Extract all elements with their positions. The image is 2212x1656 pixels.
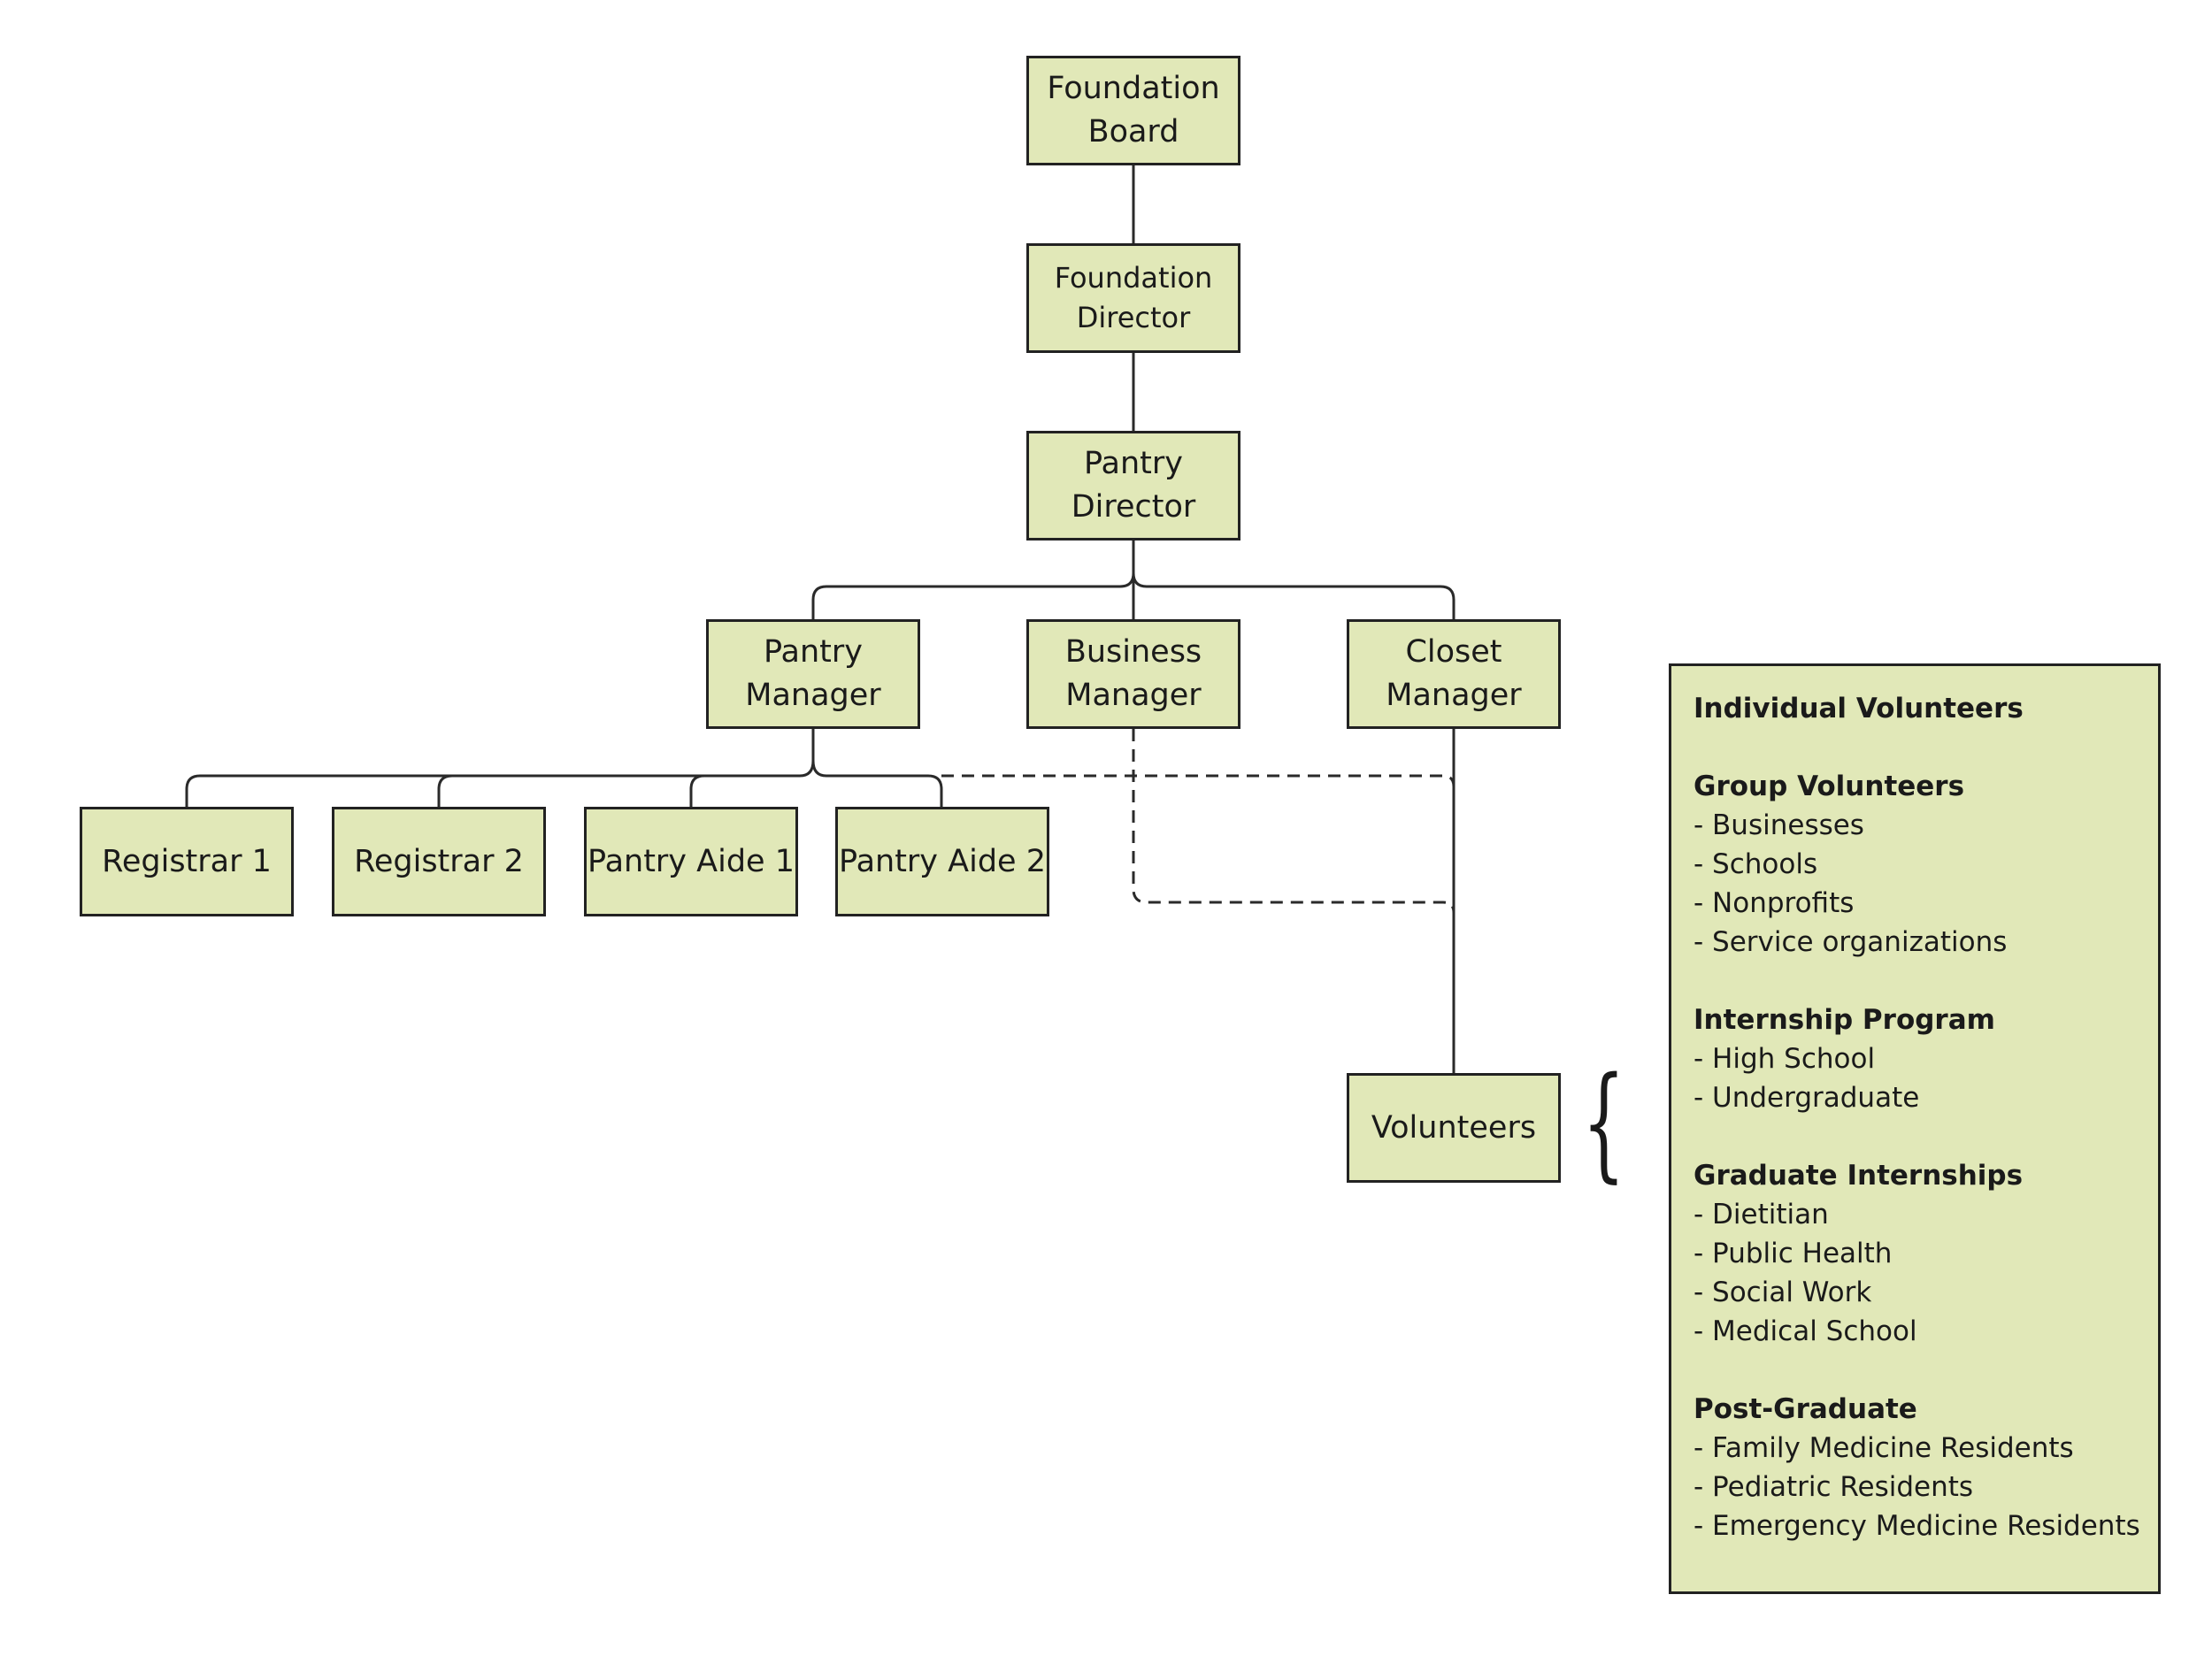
volunteer-group-item: - Social Work: [1694, 1276, 1872, 1308]
volunteer-group-item: - Dietitian: [1694, 1199, 1829, 1230]
node-business-manager: Business Manager: [1026, 619, 1240, 729]
volunteer-group: Internship Program - High School - Undergr…: [1694, 1000, 2158, 1117]
node-foundation-board: Foundation Board: [1026, 56, 1240, 165]
volunteer-group: Post-Graduate - Family Medicine Residents…: [1694, 1390, 2158, 1545]
volunteer-group-title: Internship Program: [1694, 1004, 1995, 1036]
volunteer-group-title: Graduate Internships: [1694, 1160, 2024, 1192]
volunteer-group-item: - Pediatric Residents: [1694, 1471, 1974, 1503]
node-pantry-aide-1: Pantry Aide 1: [584, 807, 798, 916]
connector-pantry-director-to-managers: [811, 540, 1455, 620]
node-closet-manager: Closet Manager: [1347, 619, 1561, 729]
volunteer-group-item: - Undergraduate: [1694, 1082, 1920, 1114]
node-registrar-2: Registrar 2: [332, 807, 546, 916]
node-volunteers: Volunteers: [1347, 1073, 1561, 1183]
volunteer-group-item: - High School: [1694, 1043, 1876, 1075]
node-foundation-director: Foundation Director: [1026, 243, 1240, 353]
volunteer-group-title: Individual Volunteers: [1694, 693, 2024, 724]
volunteer-group-item: - Public Health: [1694, 1238, 1893, 1269]
node-pantry-manager: Pantry Manager: [706, 619, 920, 729]
volunteer-group-title: Group Volunteers: [1694, 770, 1965, 802]
brace-symbol: {: [1582, 1051, 1625, 1195]
volunteer-group: Graduate Internships - Dietitian - Public …: [1694, 1156, 2158, 1351]
node-pantry-aide-2: Pantry Aide 2: [835, 807, 1049, 916]
volunteer-group-title: Post-Graduate: [1694, 1393, 1917, 1425]
volunteer-group-item: - Businesses: [1694, 809, 1864, 841]
volunteer-group-item: - Service organizations: [1694, 926, 2008, 958]
volunteer-group: Group Volunteers - Businesses - Schools - N…: [1694, 767, 2158, 962]
volunteer-group-item: - Schools: [1694, 848, 1818, 880]
volunteer-group: Individual Volunteers: [1694, 689, 2158, 728]
dashed-connector-business-manager-to-volunteers: [1132, 729, 1455, 914]
connector-pantry-manager-to-staff: [185, 729, 943, 807]
node-pantry-director: Pantry Director: [1026, 431, 1240, 540]
volunteer-group-item: - Nonprofits: [1694, 887, 1855, 919]
volunteer-group-item: - Emergency Medicine Residents: [1694, 1510, 2140, 1542]
dashed-connector-pantry-manager-to-volunteers: [941, 774, 1455, 787]
volunteer-group-item: - Medical School: [1694, 1315, 1917, 1347]
node-registrar-1: Registrar 1: [80, 807, 294, 916]
volunteer-group-item: - Family Medicine Residents: [1694, 1432, 2074, 1464]
